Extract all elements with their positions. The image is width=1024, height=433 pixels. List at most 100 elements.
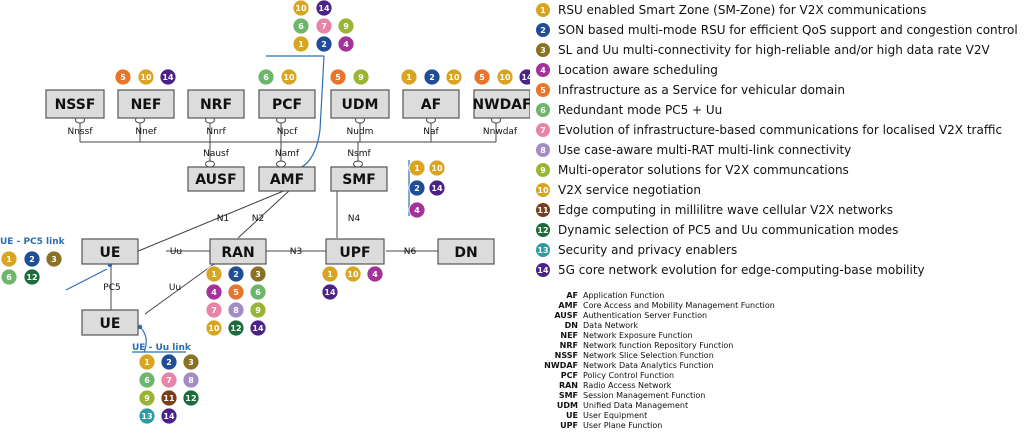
legend-badge: 3 bbox=[536, 43, 550, 57]
feature-badge-number: 14 bbox=[252, 324, 264, 333]
legend-label: Use case-aware multi-RAT multi-link conn… bbox=[558, 143, 852, 157]
interface-n4: N4 bbox=[348, 214, 361, 224]
node-udm: UDM bbox=[330, 89, 390, 119]
interface-n1: N1 bbox=[217, 214, 229, 224]
legend-badge: 2 bbox=[536, 23, 550, 37]
feature-badge-number: 11 bbox=[163, 394, 175, 403]
feature-badge-number: 4 bbox=[372, 270, 378, 279]
abbreviation-key: AMF bbox=[558, 301, 578, 310]
feature-badge-number: 9 bbox=[144, 394, 150, 403]
legend-label: Redundant mode PC5 + Uu bbox=[558, 103, 723, 117]
legend-badge: 8 bbox=[536, 143, 550, 157]
feature-badge-number: 10 bbox=[347, 270, 359, 279]
feature-badge-number: 12 bbox=[230, 324, 241, 333]
feature-badge: 7 bbox=[315, 17, 333, 35]
node-ue-uu: UE bbox=[81, 309, 139, 336]
node-label-nef: NEF bbox=[131, 97, 162, 113]
feature-badge-number: 1 bbox=[6, 255, 12, 264]
feature-badge: 5 bbox=[227, 283, 245, 301]
node-ran: RAN bbox=[209, 238, 267, 265]
feature-badge: 10 bbox=[205, 319, 223, 337]
node-label-nssf: NSSF bbox=[55, 97, 96, 113]
legend-item: 8 Use case-aware multi-RAT multi-link con… bbox=[536, 140, 851, 160]
feature-badge-number: 3 bbox=[188, 358, 194, 367]
node-smf: SMF bbox=[330, 166, 388, 192]
legend-label: RSU enabled Smart Zone (SM-Zone) for V2X… bbox=[558, 3, 927, 17]
interface-uu: Uu bbox=[170, 247, 182, 257]
legend-label: Multi-operator solutions for V2X communc… bbox=[558, 163, 849, 177]
abbreviation-key: NSSF bbox=[554, 351, 578, 360]
feature-badge: 3 bbox=[249, 265, 267, 283]
feature-badge-number: 5 bbox=[335, 73, 341, 82]
feature-badge-number: 12 bbox=[26, 273, 37, 282]
feature-badge-number: 4 bbox=[414, 206, 420, 215]
node-amf: AMF bbox=[258, 166, 316, 192]
feature-badge-number: 2 bbox=[429, 73, 435, 82]
feature-badge: 14 bbox=[160, 407, 178, 425]
feature-badge-number: 3 bbox=[51, 255, 57, 264]
legend-label: V2X service negotiation bbox=[558, 183, 702, 197]
legend-badge: 1 bbox=[536, 3, 550, 17]
abbreviation-key: AUSF bbox=[554, 311, 578, 320]
legend-badge: 14 bbox=[536, 263, 550, 277]
reference-links bbox=[110, 189, 438, 315]
feature-badge-number: 5 bbox=[479, 73, 485, 82]
feature-badge-number: 1 bbox=[406, 73, 412, 82]
abbreviation-key: UE bbox=[566, 411, 578, 420]
feature-badge-number: 14 bbox=[324, 288, 336, 297]
abbreviation-definition: Network function Repository Function bbox=[583, 341, 734, 350]
feature-badge: 3 bbox=[182, 353, 200, 371]
abbreviation-definition: User Equipment bbox=[583, 411, 648, 420]
feature-badge: 14 bbox=[428, 179, 446, 197]
feature-badge: 1 bbox=[205, 265, 223, 283]
abbreviation-definition: Network Slice Selection Function bbox=[583, 351, 714, 360]
node-nrf: NRF bbox=[187, 89, 245, 119]
node-label-ran: RAN bbox=[221, 245, 254, 261]
abbreviation-key: RAN bbox=[558, 381, 578, 390]
feature-badge: 8 bbox=[227, 301, 245, 319]
interface-nnssf: Nnssf bbox=[68, 127, 94, 137]
feature-badge: 12 bbox=[23, 268, 41, 286]
feature-badge: 10 bbox=[292, 0, 310, 17]
legend-label: SL and Uu multi-connectivity for high-re… bbox=[558, 43, 990, 57]
pc5-link-title: UE - PC5 link bbox=[0, 237, 66, 247]
feature-badge: 5 bbox=[329, 68, 347, 86]
legend-badge: 4 bbox=[536, 63, 550, 77]
feature-badge-number: 10 bbox=[208, 324, 220, 333]
feature-badge-number: 9 bbox=[255, 306, 261, 315]
interface-pc5: PC5 bbox=[103, 283, 120, 293]
feature-badge-number: 9 bbox=[343, 22, 349, 31]
feature-badge: 10 bbox=[344, 265, 362, 283]
feature-badge: 10 bbox=[496, 68, 514, 86]
feature-badge-number: 10 bbox=[448, 73, 460, 82]
legend-item: 3 SL and Uu multi-connectivity for high-r… bbox=[536, 40, 990, 60]
feature-badge-number: 10 bbox=[295, 4, 307, 13]
feature-badge-number: 10 bbox=[499, 73, 511, 82]
feature-badge: 3 bbox=[45, 250, 63, 268]
interface-npcf: Npcf bbox=[277, 127, 298, 137]
legend-label: Location aware scheduling bbox=[558, 63, 718, 77]
node-nssf: NSSF bbox=[45, 89, 105, 119]
node-nwdaf: NWDAF bbox=[472, 89, 530, 119]
legend-badge: 11 bbox=[536, 203, 550, 217]
feature-badge: 6 bbox=[0, 268, 18, 286]
feature-badge: 12 bbox=[227, 319, 245, 337]
interface-namf: Namf bbox=[275, 149, 300, 159]
node-label-pcf: PCF bbox=[272, 97, 302, 113]
interface-nnwdaf: Nnwdaf bbox=[483, 127, 518, 137]
legend-badge: 7 bbox=[536, 123, 550, 137]
abbreviation-row: NSSF Network Slice Selection Function bbox=[530, 351, 714, 361]
feature-badge-number: 10 bbox=[431, 164, 443, 173]
abbreviation-key: NEF bbox=[560, 331, 578, 340]
legend-badge: 13 bbox=[536, 243, 550, 257]
feature-badge-number: 5 bbox=[233, 288, 239, 297]
feature-badge-number: 8 bbox=[188, 376, 194, 385]
abbreviation-key: AF bbox=[566, 291, 578, 300]
